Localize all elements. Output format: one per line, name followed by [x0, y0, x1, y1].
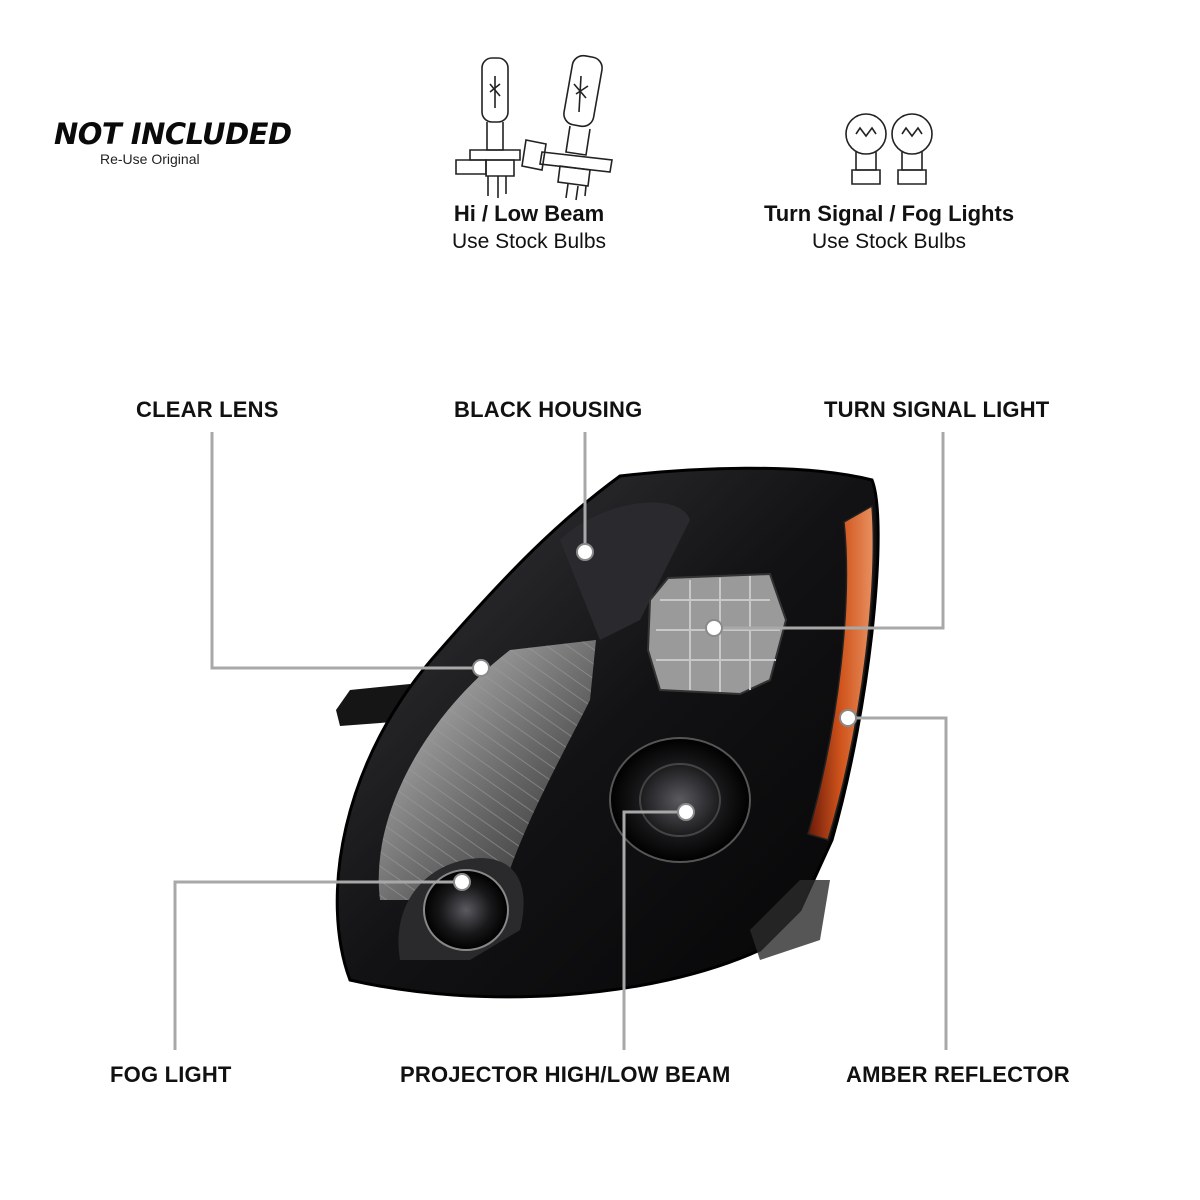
halogen-bulb-icon	[455, 54, 613, 201]
leader-projector	[622, 810, 686, 1050]
leader-turn-signal	[714, 432, 945, 630]
hi-low-beam-info: Hi / Low Beam Use Stock Bulbs	[379, 200, 679, 256]
label-projector-beam: PROJECTOR HIGH/LOW BEAM	[400, 1062, 731, 1087]
not-included-notice: NOT INCLUDED Re-Use Original	[54, 117, 292, 168]
marker-turn-signal	[705, 619, 723, 637]
not-included-subtitle: Re-Use Original	[100, 151, 200, 167]
marker-amber-reflector	[839, 709, 857, 727]
hi-low-beam-title: Hi / Low Beam	[453, 201, 605, 226]
marker-black-housing	[576, 543, 594, 561]
signal-bulb-icon	[845, 113, 933, 185]
label-clear-lens: CLEAR LENS	[136, 397, 279, 422]
amber-reflector-strip	[807, 504, 875, 841]
turn-fog-info: Turn Signal / Fog Lights Use Stock Bulbs	[739, 200, 1039, 256]
label-fog-light: FOG LIGHT	[110, 1062, 232, 1087]
turn-fog-subtitle: Use Stock Bulbs	[811, 230, 967, 253]
leader-amber-reflector	[848, 716, 948, 1050]
label-turn-signal-light: TURN SIGNAL LIGHT	[824, 397, 1050, 422]
turn-fog-title: Turn Signal / Fog Lights	[763, 201, 1015, 226]
label-amber-reflector: AMBER REFLECTOR	[846, 1062, 1070, 1087]
marker-projector	[677, 803, 695, 821]
leader-clear-lens	[210, 432, 480, 670]
label-black-housing: BLACK HOUSING	[454, 397, 643, 422]
marker-fog-light	[453, 873, 471, 891]
not-included-title: NOT INCLUDED	[54, 117, 292, 151]
marker-clear-lens	[472, 659, 490, 677]
hi-low-beam-subtitle: Use Stock Bulbs	[451, 230, 607, 253]
projector-lens	[609, 737, 751, 863]
fog-light-lens	[398, 858, 524, 960]
clear-lens-panel	[378, 640, 596, 900]
leader-fog-light	[173, 880, 462, 1050]
